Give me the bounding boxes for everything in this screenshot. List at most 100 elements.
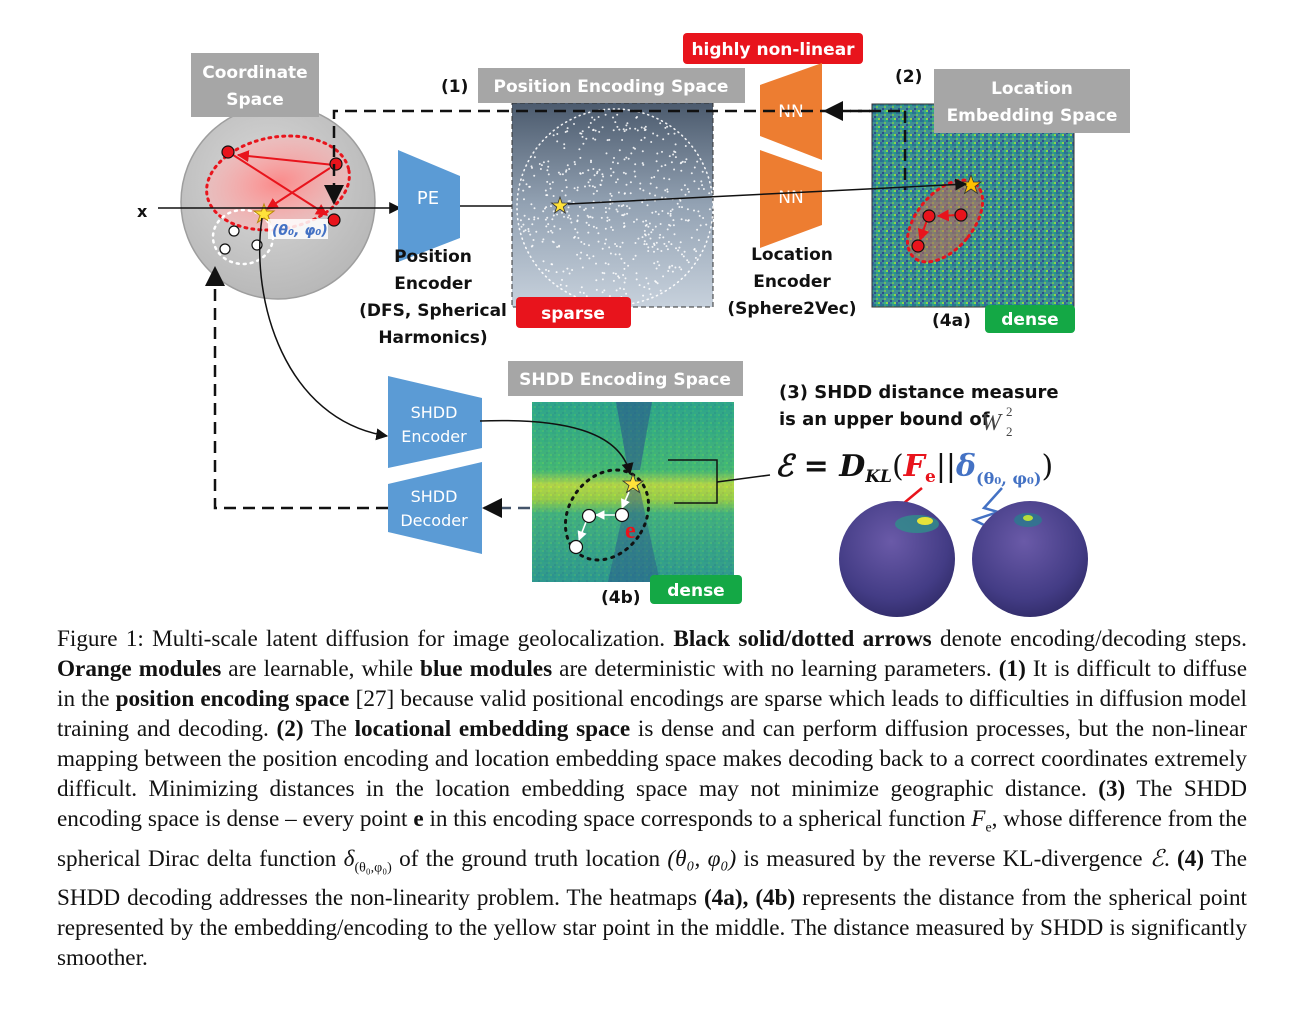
sparse-dot xyxy=(635,218,638,221)
sparse-dot xyxy=(547,160,550,163)
figure-diagram: (θ₀, φ₀) Coordinate Space x PE Position … xyxy=(137,33,1130,617)
sparse-dot xyxy=(659,223,662,225)
sparse-dot xyxy=(602,175,605,178)
sparse-dot xyxy=(590,161,592,164)
sparse-dot xyxy=(662,236,665,239)
sparse-dot xyxy=(683,250,686,253)
sparse-tag-label: sparse xyxy=(541,304,605,324)
sparse-dot xyxy=(646,204,649,207)
sparse-dot xyxy=(546,180,549,183)
sparse-dot xyxy=(530,203,533,206)
sparse-dot xyxy=(697,187,700,190)
sparse-dot xyxy=(642,189,645,192)
sparse-dot xyxy=(668,178,671,181)
coordinate-space-title xyxy=(191,53,319,117)
sparse-dot xyxy=(609,203,612,205)
sparse-dot xyxy=(606,216,609,219)
sparse-dot xyxy=(673,132,676,135)
star-position xyxy=(550,195,570,215)
sparse-dot xyxy=(574,163,577,166)
sparse-dot xyxy=(701,184,704,187)
sparse-dot xyxy=(557,171,560,174)
sparse-dot xyxy=(634,127,637,130)
sparse-dot xyxy=(539,168,542,170)
sparse-dot xyxy=(593,118,596,121)
sparse-dot xyxy=(597,240,600,243)
sparse-dot xyxy=(680,188,683,191)
sparse-dot xyxy=(601,247,604,250)
sparse-dot xyxy=(588,184,591,187)
sparse-dot xyxy=(705,223,708,226)
sparse-dot xyxy=(629,181,632,184)
sparse-dot xyxy=(653,176,656,178)
sparse-dot xyxy=(642,220,645,223)
sparse-dot xyxy=(686,188,689,191)
sparse-dot xyxy=(608,218,611,221)
sparse-dot xyxy=(596,190,598,192)
sparse-dot xyxy=(671,208,674,211)
sparse-dot xyxy=(615,208,618,211)
sparse-dot xyxy=(677,249,680,252)
highly-nonlinear-label: highly non-linear xyxy=(691,40,855,60)
sparse-dot xyxy=(623,130,626,133)
shdd-encoder-module xyxy=(388,376,482,468)
sparse-dot xyxy=(533,207,536,210)
sparse-dot xyxy=(663,242,666,245)
sparse-dot xyxy=(650,176,653,179)
sparse-dot xyxy=(604,113,607,116)
sparse-dot xyxy=(569,217,572,220)
sparse-dot xyxy=(668,223,670,226)
sparse-dot xyxy=(643,129,646,132)
sparse-dot xyxy=(592,137,595,140)
sparse-dot xyxy=(605,152,608,155)
sparse-dot xyxy=(638,284,641,287)
sparse-dot xyxy=(666,125,669,128)
sparse-dot xyxy=(593,186,596,189)
sparse-dot xyxy=(647,282,650,285)
sparse-dot xyxy=(622,274,625,276)
sparse-dot xyxy=(693,180,696,183)
sparse-dot xyxy=(546,194,549,197)
sparse-dot xyxy=(656,152,659,155)
sparse-dot xyxy=(674,266,677,269)
sparse-dot xyxy=(522,223,525,226)
sparse-dot xyxy=(559,283,562,286)
sparse-dot xyxy=(558,244,561,247)
sparse-dot xyxy=(643,136,646,139)
e-label: e xyxy=(625,518,636,544)
sparse-dot xyxy=(547,230,550,233)
position-encoder-line2: Encoder xyxy=(394,274,472,294)
input-x: x xyxy=(137,202,148,221)
sparse-dot xyxy=(655,186,658,189)
sparse-dot xyxy=(658,264,661,267)
sparse-dot xyxy=(542,238,545,241)
sparse-dot xyxy=(612,129,615,132)
sparse-dot xyxy=(606,139,609,142)
sparse-dot xyxy=(681,253,683,256)
sparse-dot xyxy=(666,188,669,191)
sparse-dot xyxy=(659,289,662,292)
sparse-dot xyxy=(598,130,601,133)
figure-caption: Figure 1: Multi-scale latent diffusion f… xyxy=(57,624,1247,973)
sparse-dot xyxy=(533,216,536,219)
sparse-dot xyxy=(606,219,609,222)
sparse-dot xyxy=(690,236,693,239)
dashed-decoder-back xyxy=(205,266,388,510)
sparse-dot xyxy=(672,224,675,227)
sparse-dot xyxy=(644,125,647,128)
sparse-dot xyxy=(552,195,555,197)
sparse-dot xyxy=(680,218,683,221)
sparse-dot xyxy=(639,182,642,185)
coordinate-space-line2: Space xyxy=(226,90,284,110)
sparse-dot xyxy=(523,214,526,217)
sparse-dot xyxy=(561,278,563,281)
sparse-dot xyxy=(577,214,579,217)
sparse-dot xyxy=(593,174,596,177)
sparse-dot xyxy=(556,133,559,135)
sparse-dot xyxy=(696,228,699,231)
sparse-dot xyxy=(533,218,536,221)
sparse-dot xyxy=(594,129,597,132)
sparse-dot xyxy=(643,127,646,130)
sparse-dot xyxy=(616,113,619,116)
sparse-dot xyxy=(567,206,570,209)
